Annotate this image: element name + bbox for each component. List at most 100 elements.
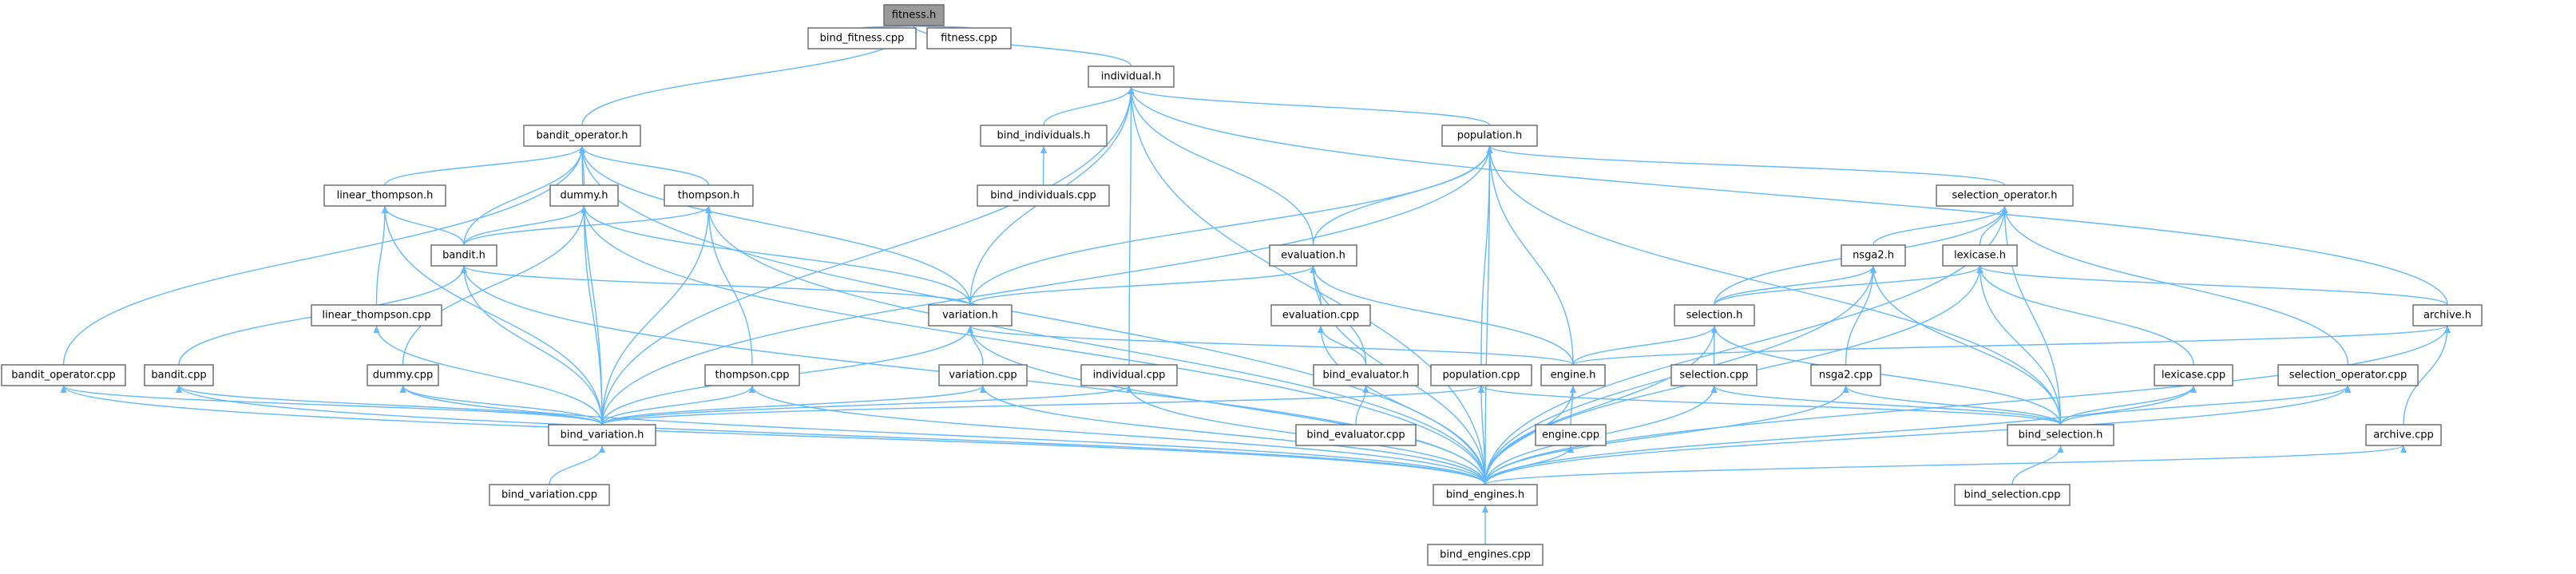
node-bind-variation-h[interactable]: bind_variation.h xyxy=(548,424,656,446)
edge-bind-engines-h-to-thompson-cpp xyxy=(749,385,1486,485)
edge-bind-variation-h-to-population-cpp xyxy=(601,385,1484,426)
node-label: individual.cpp xyxy=(1093,370,1166,382)
node-selection-operator-cpp[interactable]: selection_operator.cpp xyxy=(2277,364,2419,386)
node-bind-selection-h[interactable]: bind_selection.h xyxy=(2007,424,2114,446)
node-box xyxy=(1430,364,1532,386)
node-selection-h[interactable]: selection.h xyxy=(1674,304,1755,327)
node-label: thompson.cpp xyxy=(715,370,790,382)
node-box xyxy=(548,424,656,446)
node-dummy-h[interactable]: dummy.h xyxy=(549,184,619,207)
edge-archive-h-to-lexicase-h xyxy=(1976,265,2448,306)
node-selection-cpp[interactable]: selection.cpp xyxy=(1670,364,1758,386)
node-dummy-cpp[interactable]: dummy.cpp xyxy=(367,364,439,386)
node-bind-evaluator-h[interactable]: bind_evaluator.h xyxy=(1313,364,1419,386)
node-variation-h[interactable]: variation.h xyxy=(928,304,1013,327)
edge-bind-selection-h-to-selection-h xyxy=(1711,325,2062,426)
node-archive-h[interactable]: archive.h xyxy=(2412,304,2483,327)
node-evaluation-cpp[interactable]: evaluation.cpp xyxy=(1270,304,1371,327)
node-bandit-operator-h[interactable]: bandit_operator.h xyxy=(523,125,641,147)
node-box xyxy=(367,364,439,386)
node-box xyxy=(1535,424,1607,446)
edge-evaluation-h-to-individual-h xyxy=(1127,86,1314,246)
edge-individual-h-to-fitness xyxy=(910,25,1132,67)
edge-bind-individuals-h-to-individual-h xyxy=(1043,86,1135,126)
node-linear-thompson-cpp[interactable]: linear_thompson.cpp xyxy=(311,304,442,327)
node-population-h[interactable]: population.h xyxy=(1441,125,1538,147)
edge-bind-selection-h-to-nsga2-h xyxy=(1870,265,2062,426)
edge-bind-variation-h-to-bandit-cpp xyxy=(176,385,603,426)
node-individual-cpp[interactable]: individual.cpp xyxy=(1080,364,1178,386)
node-bind-variation-cpp[interactable]: bind_variation.cpp xyxy=(489,484,610,506)
node-box xyxy=(1540,364,1606,386)
node-thompson-h[interactable]: thompson.h xyxy=(664,184,754,207)
node-nsga2-h[interactable]: nsga2.h xyxy=(1841,244,1906,267)
node-individual-h[interactable]: individual.h xyxy=(1088,65,1175,88)
node-bind-evaluator-cpp[interactable]: bind_evaluator.cpp xyxy=(1295,424,1417,446)
edge-engine-h-to-variation-h xyxy=(967,325,1574,366)
node-population-cpp[interactable]: population.cpp xyxy=(1430,364,1532,386)
node-bandit-h[interactable]: bandit.h xyxy=(430,244,497,267)
edge-bind-engines-h-to-evaluation-cpp xyxy=(1318,325,1486,485)
edge-bind-engines-h-to-variation-cpp xyxy=(980,385,1486,485)
edge-bind-selection-h-to-population-cpp xyxy=(1478,385,2062,426)
node-lexicase-h[interactable]: lexicase.h xyxy=(1942,244,2018,267)
node-label: bind_selection.h xyxy=(2019,430,2103,441)
node-label: bind_individuals.h xyxy=(997,130,1090,142)
node-box xyxy=(1270,304,1371,327)
node-label: bind_engines.cpp xyxy=(1440,549,1531,561)
node-thompson-cpp[interactable]: thompson.cpp xyxy=(704,364,800,386)
node-selection-operator-h[interactable]: selection_operator.h xyxy=(1936,184,2074,207)
node-archive-cpp[interactable]: archive.cpp xyxy=(2365,424,2442,446)
node-box xyxy=(938,364,1028,386)
node-box xyxy=(323,184,446,207)
edge-bind-variation-h-to-dummy-cpp xyxy=(399,385,603,426)
node-box xyxy=(883,4,945,26)
node-bind-fitness-cpp[interactable]: bind_fitness.cpp xyxy=(807,27,917,49)
edge-archive-cpp-to-archive-h xyxy=(2403,325,2451,426)
node-nsga2-cpp[interactable]: nsga2.cpp xyxy=(1810,364,1881,386)
edge-bind-engines-h-to-thompson-h xyxy=(705,205,1486,485)
node-box xyxy=(489,484,610,506)
node-label: bind_evaluator.cpp xyxy=(1306,430,1405,441)
node-bind-individuals-h[interactable]: bind_individuals.h xyxy=(980,125,1108,147)
edge-bind-variation-h-to-thompson-h xyxy=(601,205,712,426)
node-fitness[interactable]: fitness.h xyxy=(883,4,945,26)
node-linear-thompson-h[interactable]: linear_thompson.h xyxy=(323,184,446,207)
node-label: bind_fitness.cpp xyxy=(820,33,905,45)
node-label: nsga2.cpp xyxy=(1819,370,1873,382)
edge-bandit-operator-cpp-to-bandit-operator-h xyxy=(62,145,585,366)
node-bandit-operator-cpp[interactable]: bandit_operator.cpp xyxy=(1,364,126,386)
edge-bind-engines-h-to-nsga2-cpp xyxy=(1484,385,1849,485)
node-label: selection_operator.cpp xyxy=(2289,370,2407,382)
node-engine-cpp[interactable]: engine.cpp xyxy=(1535,424,1607,446)
node-bind-individuals-cpp[interactable]: bind_individuals.cpp xyxy=(977,184,1110,207)
edge-engine-h-to-evaluation-h xyxy=(1310,265,1574,366)
node-bandit-cpp[interactable]: bandit.cpp xyxy=(144,364,214,386)
edge-bind-engines-h-to-archive-cpp xyxy=(1484,445,2407,485)
node-evaluation-h[interactable]: evaluation.h xyxy=(1269,244,1357,267)
node-box xyxy=(980,125,1108,147)
node-box xyxy=(704,364,800,386)
node-box xyxy=(1936,184,2074,207)
edge-linear-thompson-cpp-to-linear-thompson-h xyxy=(375,205,388,306)
node-label: bind_selection.cpp xyxy=(1964,489,2060,501)
node-fitness-cpp[interactable]: fitness.cpp xyxy=(926,27,1012,49)
edge-layer xyxy=(60,25,2451,544)
edge-bind-selection-h-to-lexicase-cpp xyxy=(2059,385,2197,426)
node-engine-h[interactable]: engine.h xyxy=(1540,364,1606,386)
node-bind-selection-cpp[interactable]: bind_selection.cpp xyxy=(1954,484,2071,506)
edge-bind-variation-cpp-to-bind-variation-h xyxy=(549,445,605,485)
node-bind-engines-h[interactable]: bind_engines.h xyxy=(1433,484,1538,506)
node-box xyxy=(2412,304,2483,327)
node-variation-cpp[interactable]: variation.cpp xyxy=(938,364,1028,386)
node-label: fitness.h xyxy=(892,10,936,22)
node-box xyxy=(1674,304,1755,327)
edge-bind-engines-h-to-dummy-cpp xyxy=(399,385,1486,485)
node-box xyxy=(1810,364,1881,386)
node-lexicase-cpp[interactable]: lexicase.cpp xyxy=(2154,364,2233,386)
node-layer: fitness.h bind_fitness.cpp fitness.cpp indi… xyxy=(1,4,2483,566)
edge-variation-h-to-bandit-h xyxy=(461,265,971,306)
node-bind-engines-cpp[interactable]: bind_engines.cpp xyxy=(1427,544,1544,566)
edge-bind-selection-h-to-selection-cpp xyxy=(1710,385,2062,426)
node-label: bind_evaluator.h xyxy=(1323,370,1409,382)
